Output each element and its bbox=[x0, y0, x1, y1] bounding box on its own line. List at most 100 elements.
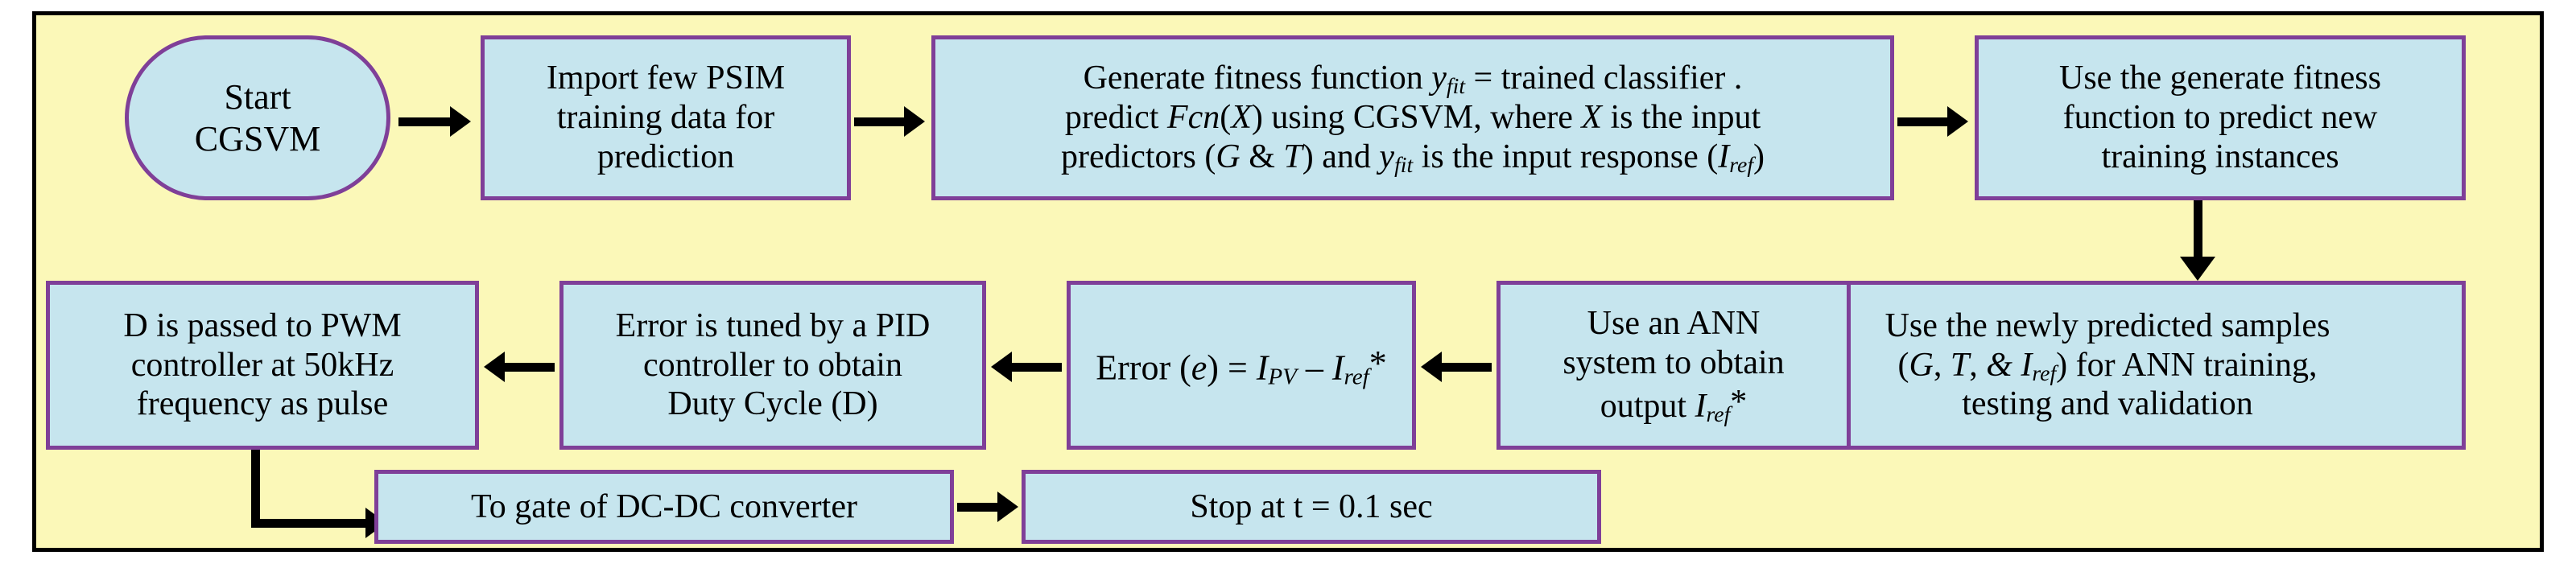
generate-line-3: predictors (G & T) and yfit is the input… bbox=[942, 138, 1884, 177]
arrow-head bbox=[904, 106, 925, 137]
arrow-shaft bbox=[1435, 363, 1492, 372]
pwm-line-1: D is passed to PWM bbox=[123, 307, 402, 344]
usefitness-line-1: Use the generate fitness bbox=[2058, 60, 2381, 97]
edge-gate-to-stop bbox=[957, 492, 1018, 522]
gen-l2-fcn: Fcn bbox=[1166, 99, 1220, 137]
usefitness-line-3: training instances bbox=[2101, 138, 2339, 175]
annout-l3-star: * bbox=[1730, 383, 1748, 421]
err-minus: – bbox=[1296, 348, 1332, 388]
edge-usefitness-to-anntrain bbox=[2174, 200, 2222, 281]
node-error-equation[interactable]: Error (e) = IPV – Iref* bbox=[1067, 281, 1416, 450]
annout-l3-a: output bbox=[1600, 387, 1695, 425]
gen-l3-ysub: fit bbox=[1394, 151, 1414, 177]
arrow-head bbox=[1947, 106, 1968, 137]
import-line-2: training data for bbox=[556, 99, 775, 137]
arrow-shaft-vertical bbox=[251, 450, 260, 528]
gen-l2-d: is the input bbox=[1602, 99, 1761, 137]
pid-line-3: Duty Cycle (D) bbox=[667, 385, 878, 423]
gen-l2-a: predict bbox=[1064, 99, 1167, 137]
node-ann-training-samples[interactable]: Use the newly predicted samples (G, T, &… bbox=[1749, 281, 2466, 450]
arrow-shaft bbox=[1897, 117, 1954, 126]
gen-l3-t: T bbox=[1283, 138, 1302, 175]
gen-l3-c: is the input response ( bbox=[1413, 138, 1719, 175]
gen-l3-d: ) bbox=[1753, 138, 1765, 175]
gen-l2-x2: X bbox=[1581, 99, 1603, 137]
gate-line-1: To gate of DC-DC converter bbox=[471, 488, 857, 525]
node-generate-fitness-function[interactable]: Generate fitness function yfit = trained… bbox=[931, 35, 1894, 200]
anntr-l2-a: ( bbox=[1897, 346, 1909, 384]
arrow-shaft bbox=[2194, 200, 2202, 263]
pid-line-1: Error is tuned by a PID bbox=[615, 307, 931, 344]
anntrain-line-3: testing and validation bbox=[1962, 385, 2253, 423]
annoutput-line-2: system to obtain bbox=[1563, 344, 1785, 382]
node-import-psim-data[interactable]: Import few PSIM training data for predic… bbox=[481, 35, 851, 200]
gen-l3-a: predictors ( bbox=[1060, 138, 1216, 175]
err-i1: I bbox=[1256, 348, 1269, 388]
edge-error-to-pid bbox=[991, 351, 1062, 383]
node-pid-controller[interactable]: Error is tuned by a PID controller to ob… bbox=[559, 281, 986, 450]
gen-l2-x: X bbox=[1231, 99, 1252, 137]
err-i1sub: PV bbox=[1268, 364, 1297, 390]
pid-line-2: controller to obtain bbox=[643, 346, 902, 384]
node-to-gate-dcdc-converter[interactable]: To gate of DC-DC converter bbox=[374, 470, 954, 544]
generate-line-1: Generate fitness function yfit = trained… bbox=[942, 59, 1884, 98]
gen-l3-b: ) and bbox=[1302, 138, 1380, 175]
edge-annoutput-to-error bbox=[1421, 351, 1492, 383]
node-pwm-controller[interactable]: D is passed to PWM controller at 50kHz f… bbox=[46, 281, 479, 450]
node-ann-output-iref[interactable]: Use an ANN system to obtain output Iref* bbox=[1496, 281, 1851, 450]
anntr-l2-i: I bbox=[2021, 346, 2033, 384]
pwm-line-3: frequency as pulse bbox=[136, 385, 389, 423]
err-i2: I bbox=[1331, 348, 1344, 388]
generate-line-2: predict Fcn(X) using CGSVM, where X is t… bbox=[942, 98, 1884, 138]
anntrain-line-1: Use the newly predicted samples bbox=[1885, 307, 2330, 344]
gen-l3-isub: ref bbox=[1729, 151, 1754, 177]
usefitness-line-2: function to predict new bbox=[2062, 99, 2378, 137]
edge-import-to-generate bbox=[854, 105, 925, 138]
gen-l2-b: ( bbox=[1220, 99, 1232, 137]
err-b: ) = bbox=[1207, 348, 1257, 388]
anntrain-line-2: (G, T, & Iref) for ANN training, bbox=[1760, 346, 2455, 385]
gen-l1-sub: fit bbox=[1446, 73, 1466, 99]
annoutput-line-3: output Iref* bbox=[1507, 383, 1840, 426]
error-line-1: Error (e) = IPV – Iref* bbox=[1077, 343, 1406, 390]
err-i2sub: ref bbox=[1344, 364, 1369, 390]
arrow-shaft-horizontal bbox=[251, 519, 369, 528]
gen-l2-c: ) using CGSVM, where bbox=[1251, 99, 1582, 137]
arrow-head bbox=[997, 492, 1018, 522]
diagram-frame: Start CGSVM Import few PSIM training dat… bbox=[32, 11, 2544, 552]
err-star: * bbox=[1368, 343, 1387, 383]
err-a: Error ( bbox=[1096, 348, 1191, 388]
node-use-fitness-to-predict[interactable]: Use the generate fitness function to pre… bbox=[1975, 35, 2466, 200]
start-line-2: CGSVM bbox=[194, 118, 321, 158]
arrow-head bbox=[1421, 352, 1442, 382]
start-line-1: Start bbox=[224, 77, 291, 117]
arrow-shaft bbox=[498, 363, 555, 372]
arrow-shaft bbox=[854, 117, 910, 126]
arrow-head bbox=[450, 106, 471, 137]
arrow-shaft bbox=[957, 503, 1004, 512]
gen-l3-amp: & bbox=[1240, 138, 1284, 175]
import-line-3: prediction bbox=[597, 138, 735, 175]
edge-generate-to-usefitness bbox=[1897, 105, 1968, 138]
gen-l1-b: = trained classifier . bbox=[1465, 60, 1743, 97]
node-stop[interactable]: Stop at t = 0.1 sec bbox=[1022, 470, 1601, 544]
arrow-shaft bbox=[1005, 363, 1062, 372]
edge-start-to-import bbox=[398, 105, 471, 138]
arrow-shaft bbox=[398, 117, 456, 126]
annoutput-line-1: Use an ANN bbox=[1587, 305, 1761, 343]
anntr-l2-b: ) for ANN training, bbox=[2056, 346, 2318, 384]
annout-l3-sub: ref bbox=[1706, 401, 1731, 426]
gen-l3-y: y bbox=[1379, 138, 1395, 175]
gen-l1-y: y bbox=[1431, 60, 1447, 97]
pwm-line-2: controller at 50kHz bbox=[130, 346, 394, 384]
gen-l3-g: G bbox=[1216, 138, 1241, 175]
anntr-l2-isub: ref bbox=[2032, 360, 2057, 385]
annout-l3-i: I bbox=[1695, 387, 1707, 425]
arrow-head bbox=[484, 352, 505, 382]
gen-l3-i: I bbox=[1718, 138, 1730, 175]
arrow-head bbox=[2180, 257, 2215, 281]
anntr-l2-amp: & bbox=[1986, 346, 2013, 384]
anntr-l2-c1: , bbox=[1933, 346, 1951, 384]
node-start-cgsvm[interactable]: Start CGSVM bbox=[125, 35, 390, 200]
